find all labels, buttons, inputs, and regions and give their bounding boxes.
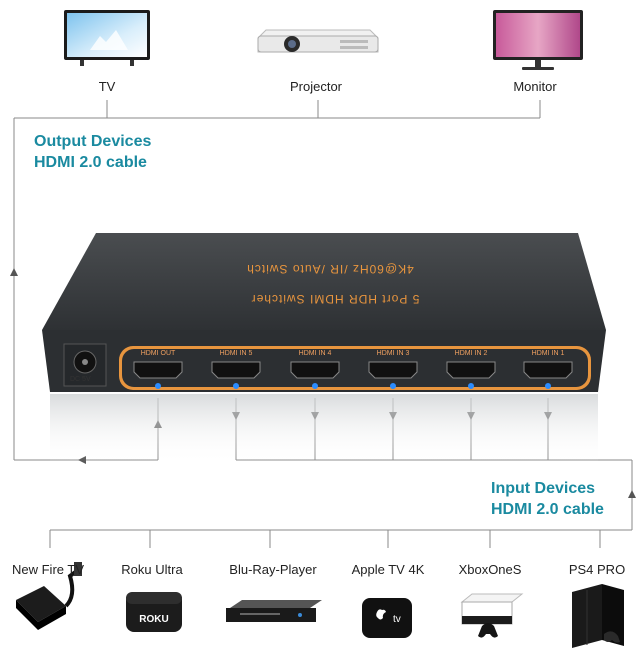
input-section-title: Input Devices HDMI 2.0 cable: [491, 478, 604, 520]
xbox-icon: [462, 594, 522, 638]
input-cable: HDMI 2.0 cable: [491, 499, 604, 520]
ps4-icon: [572, 584, 624, 648]
output-title: Output Devices: [34, 131, 151, 152]
label-bluray: Blu-Ray-Player: [229, 562, 316, 577]
input-title: Input Devices: [491, 478, 604, 499]
projector-icon: [258, 30, 378, 52]
port-label-hdmi-out: HDMI OUT: [141, 350, 176, 357]
power-label: DC 5V: [70, 376, 91, 383]
port-hdmi-in-3: [369, 362, 417, 378]
label-fire-tv: New Fire TV: [12, 562, 84, 577]
port-hdmi-out: [134, 362, 182, 378]
port-hdmi-in-1: [524, 362, 572, 378]
svg-text:ROKU: ROKU: [139, 614, 168, 625]
port-hdmi-in-5: [212, 362, 260, 378]
switch-title-line1: 5 Port HDR HDMI Switcher: [251, 292, 420, 306]
tv-icon: [64, 10, 150, 66]
label-xbox: XboxOneS: [459, 562, 522, 577]
output-section-title: Output Devices HDMI 2.0 cable: [34, 131, 151, 173]
port-label-hdmi-in-4: HDMI IN 4: [299, 350, 332, 357]
switch-title-line2: 4K@60Hz /IR /Auto Switch: [246, 262, 414, 276]
bluray-icon: [226, 600, 322, 622]
port-label-hdmi-in-2: HDMI IN 2: [455, 350, 488, 357]
roku-icon: ROKU: [126, 592, 182, 632]
apple-tv-icon: tv: [362, 598, 412, 638]
monitor-icon: [493, 10, 583, 70]
label-ps4: PS4 PRO: [569, 562, 625, 577]
port-label-hdmi-in-1: HDMI IN 1: [532, 350, 565, 357]
port-label-hdmi-in-3: HDMI IN 3: [377, 350, 410, 357]
svg-text:tv: tv: [393, 614, 401, 625]
port-hdmi-in-4: [291, 362, 339, 378]
port-label-hdmi-in-5: HDMI IN 5: [220, 350, 253, 357]
label-projector: Projector: [290, 79, 342, 94]
label-monitor: Monitor: [513, 79, 556, 94]
port-hdmi-in-2: [447, 362, 495, 378]
label-tv: TV: [99, 79, 116, 94]
label-apple-tv: Apple TV 4K: [352, 562, 425, 577]
label-roku-ultra: Roku Ultra: [121, 562, 182, 577]
output-cable: HDMI 2.0 cable: [34, 152, 151, 173]
